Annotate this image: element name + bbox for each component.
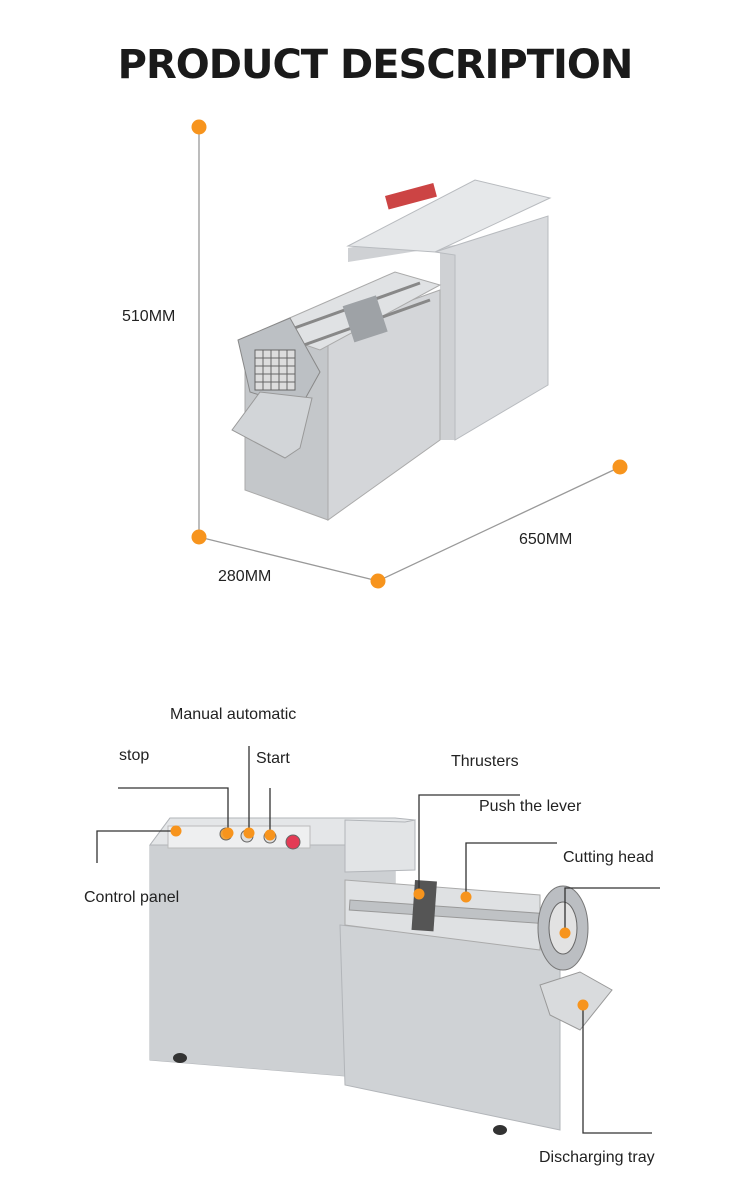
leader-lines [96,746,660,1134]
part-markers [170,825,589,1011]
dimension-lines [198,127,621,582]
stop-label: stop [119,747,150,764]
cutting-head-label: Cutting head [563,849,654,866]
manual-automatic-label: Manual automatic [170,706,297,723]
width-dimension-label: 280MM [218,568,272,585]
start-label: Start [256,750,290,767]
machine-top-view [231,179,552,521]
control-panel-label: Control panel [84,889,180,906]
dimension-markers [191,119,628,589]
length-dimension-label: 650MM [519,531,573,548]
push-lever-label: Push the lever [479,798,582,815]
page-title: PRODUCT DESCRIPTION [117,42,634,88]
thrusters-label: Thrusters [451,753,519,770]
discharging-tray-label: Discharging tray [539,1149,655,1166]
machine-front-view [149,817,613,1135]
height-dimension-label: 510MM [122,308,176,325]
